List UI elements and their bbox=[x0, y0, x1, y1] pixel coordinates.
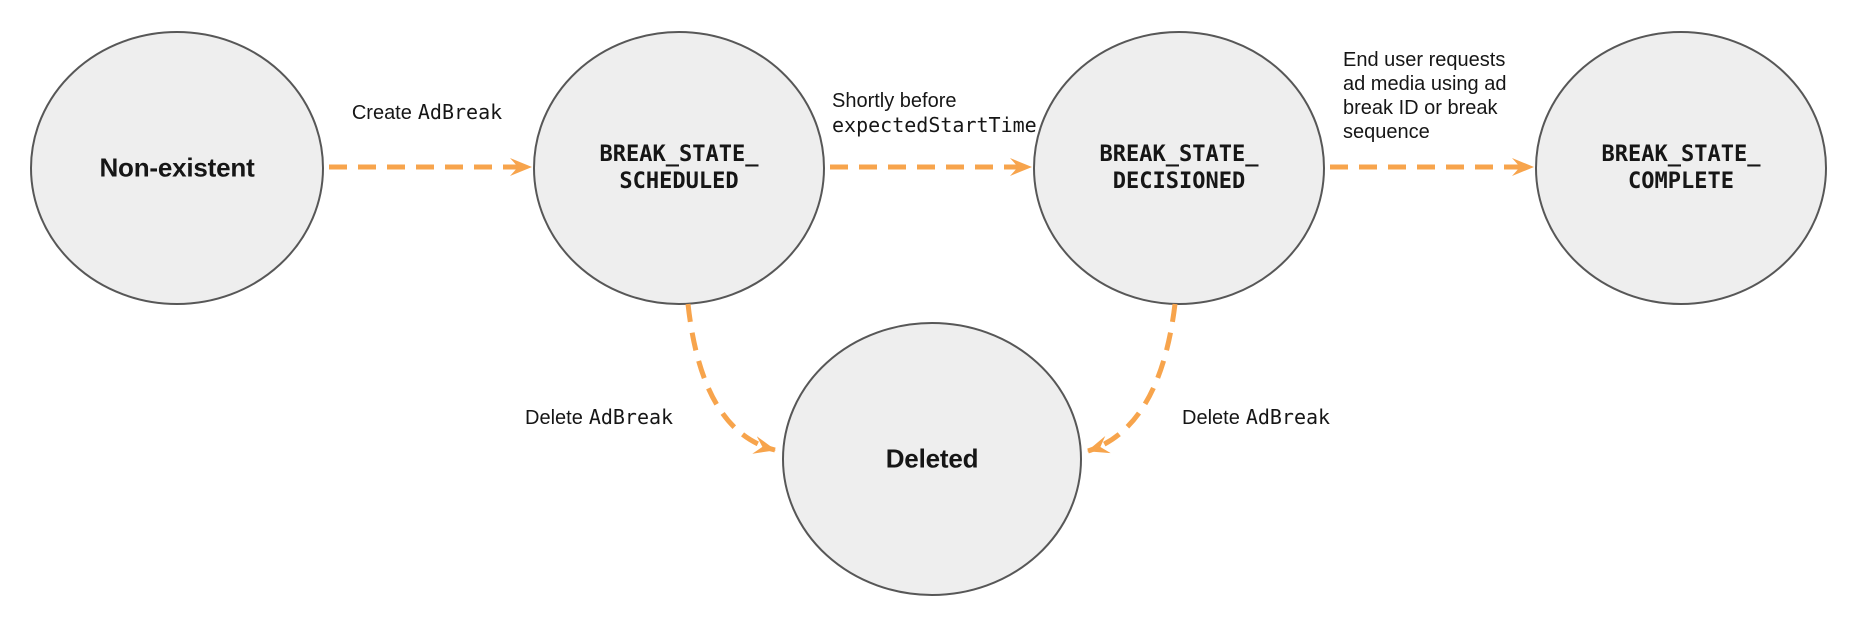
transition-arrow-decisioned-to-deleted bbox=[1087, 303, 1178, 454]
state-circle-deleted bbox=[782, 322, 1082, 596]
transition-label-text: Shortly before bbox=[832, 90, 957, 112]
state-label-break-state-complete: BREAK_STATE_ COMPLETE bbox=[1602, 141, 1761, 195]
state-circle-non-existent bbox=[30, 31, 324, 305]
state-label-deleted: Deleted bbox=[885, 443, 979, 474]
state-label-line: BREAK_STATE_ bbox=[1601, 142, 1761, 167]
transition-label-text: ad media using ad bbox=[1343, 73, 1507, 95]
transition-label-text: Delete bbox=[1182, 407, 1240, 429]
transition-label-code: AdBreak bbox=[588, 405, 674, 429]
transition-label-end-user-requests: End user requests ad media using ad brea… bbox=[1343, 48, 1506, 144]
state-label-line: COMPLETE bbox=[1628, 169, 1734, 194]
transition-label-text: End user requests bbox=[1343, 49, 1506, 71]
state-label-line: BREAK_STATE_ bbox=[599, 142, 759, 167]
state-label-line: SCHEDULED bbox=[619, 169, 739, 194]
state-label-line: BREAK_STATE_ bbox=[1099, 142, 1259, 167]
transition-label-code: expectedStartTime bbox=[832, 113, 1037, 137]
transition-label-text: Create bbox=[351, 102, 412, 124]
state-circle-break-state-scheduled bbox=[533, 31, 825, 305]
state-label-break-state-decisioned: BREAK_STATE_ DECISIONED bbox=[1100, 141, 1259, 195]
state-label-line: DECISIONED bbox=[1112, 169, 1246, 194]
state-label-break-state-scheduled: BREAK_STATE_ SCHEDULED bbox=[600, 141, 759, 195]
state-circle-break-state-complete bbox=[1535, 31, 1827, 305]
state-circle-break-state-decisioned bbox=[1033, 31, 1325, 305]
state-label-non-existent: Non-existent bbox=[99, 152, 255, 183]
transition-label-shortly-before: Shortly before expectedStartTime bbox=[832, 89, 1037, 137]
transition-label-text: break ID or break bbox=[1343, 97, 1498, 119]
transition-label-text: Delete bbox=[525, 407, 583, 429]
transition-label-text: sequence bbox=[1343, 121, 1430, 143]
transition-label-code: AdBreak bbox=[1245, 405, 1331, 429]
transition-arrow-scheduled-to-deleted bbox=[685, 303, 776, 454]
transition-label-code: AdBreak bbox=[417, 100, 503, 124]
